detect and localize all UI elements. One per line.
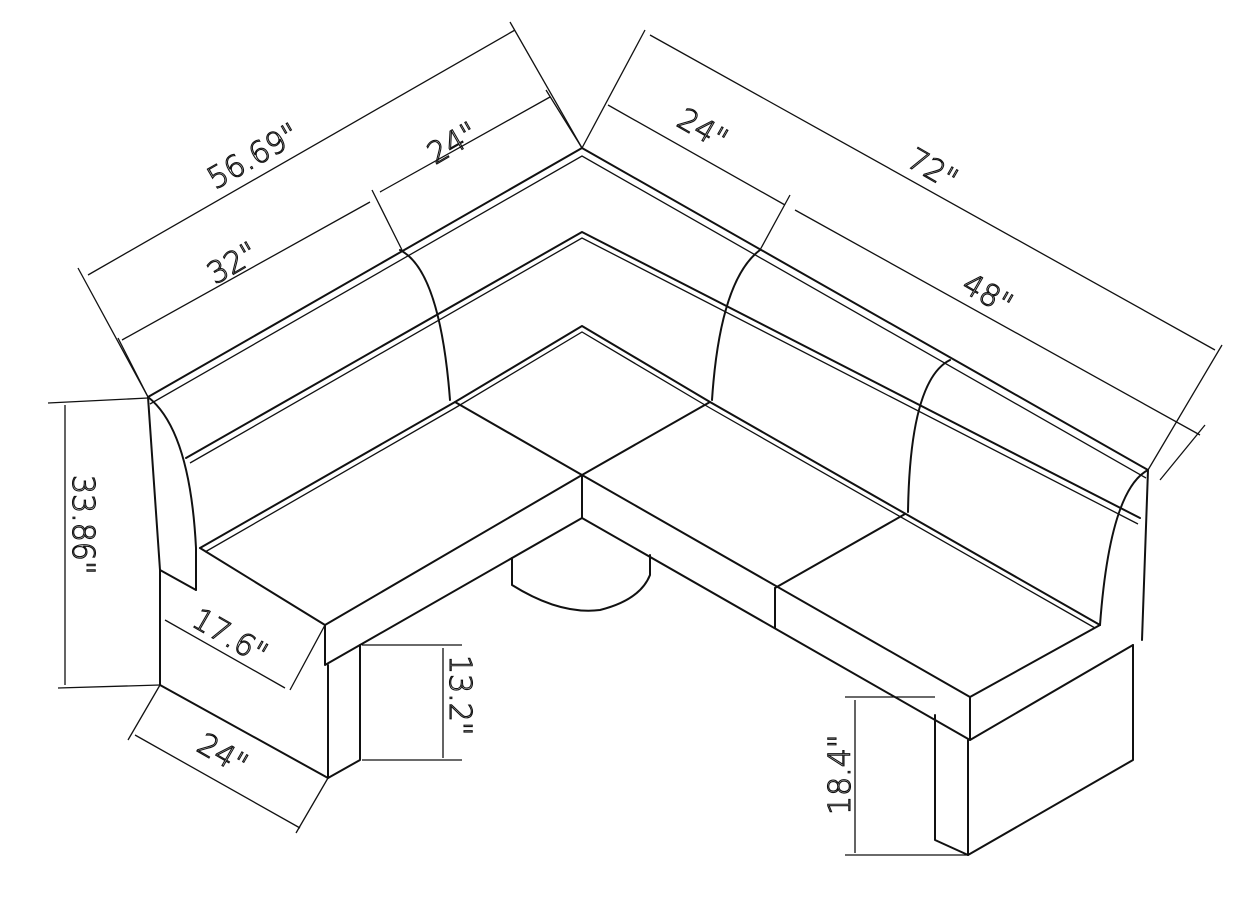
dim-right-bench: 48" <box>956 267 1019 323</box>
dimension-lines <box>47 21 1223 856</box>
dim-right-overall: 72" <box>901 142 964 198</box>
dim-base-height: 13.2" <box>442 655 477 736</box>
dim-right-corner: 24" <box>671 102 734 158</box>
dim-base-depth: 24" <box>191 727 254 783</box>
dim-left-overall: 56.69" <box>202 117 306 197</box>
dimension-labels: 56.69" 24" 32" 24" 72" 48" 33.86" 17.6" … <box>64 101 1019 815</box>
banquette-outline <box>147 147 1149 856</box>
dim-seat-height: 18.4" <box>823 734 858 815</box>
dim-left-bench: 32" <box>202 236 265 292</box>
dim-back-height: 33.86" <box>65 475 100 575</box>
dim-seat-depth: 17.6" <box>186 602 273 673</box>
